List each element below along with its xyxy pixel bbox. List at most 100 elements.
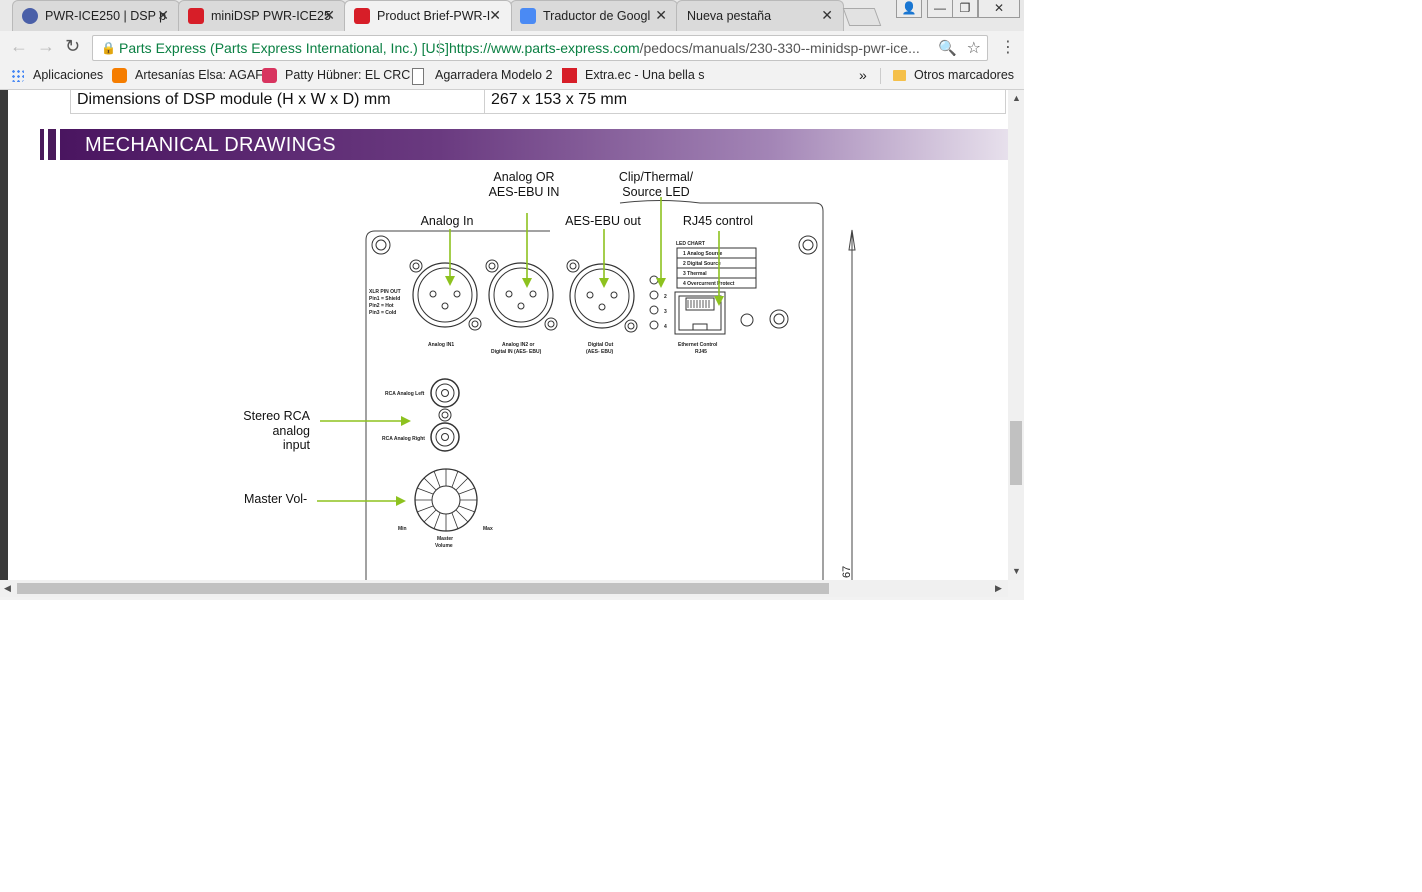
apps-icon <box>11 69 24 82</box>
star-icon[interactable]: ☆ <box>966 40 981 57</box>
digital-out-label: (AES- EBU) <box>586 349 614 355</box>
parts-express-favicon <box>188 8 204 24</box>
rj45-port <box>674 291 726 335</box>
bookmark-extra[interactable]: Extra.ec - Una bella s <box>585 68 705 82</box>
dsp-favicon <box>22 8 38 24</box>
tab-label: Product Brief-PWR-I <box>377 9 491 23</box>
lock-icon: 🔒 <box>101 41 116 55</box>
bookmark-apps[interactable]: Aplicaciones <box>33 68 104 82</box>
rear-panel: 67 <box>365 202 856 580</box>
back-icon[interactable]: ← <box>10 36 28 56</box>
status-leds <box>649 275 659 330</box>
spec-value: 267 x 153 x 75 mm <box>491 91 628 108</box>
horizontal-scrollbar[interactable]: ◀ ▶ <box>0 580 1008 597</box>
divider <box>880 68 881 84</box>
page-edge <box>0 90 8 580</box>
analog-in2-label: Digital IN (AES- EBU) <box>491 349 542 355</box>
callout-rj45: RJ45 control <box>683 214 753 228</box>
tab-label: PWR-ICE250 | DSP p <box>45 9 167 23</box>
pdf-viewer: Dimensions of DSP module (H x W x D) mm … <box>0 90 1008 580</box>
callout-master-vol: Master Vol- <box>244 492 307 506</box>
tab-minidsp[interactable]: miniDSP PWR-ICE25 ✕ <box>178 0 346 31</box>
xlr-digital-out <box>566 259 638 333</box>
tab-label: Traductor de Googl <box>543 9 651 23</box>
menu-icon[interactable]: ⋮ <box>1000 39 1016 56</box>
profile-icon[interactable]: 👤 <box>896 0 922 18</box>
xlr-pin3: Pin3 = Cold <box>369 310 396 316</box>
section-header: MECHANICAL DRAWINGS <box>40 129 1008 160</box>
tab-product-brief[interactable]: Product Brief-PWR-I ✕ <box>344 0 512 31</box>
led-chart-row: 1 Analog Source <box>683 251 722 257</box>
close-icon[interactable]: ✕ <box>157 7 169 23</box>
extra-icon <box>562 68 577 83</box>
new-tab-button[interactable] <box>842 8 882 26</box>
bookmarks-bar: Aplicaciones Artesanías Elsa: AGAF Patty… <box>0 63 1024 90</box>
scroll-up-icon[interactable]: ▲ <box>1012 93 1021 103</box>
scroll-down-icon[interactable]: ▼ <box>1012 566 1021 576</box>
volume-label: Master <box>437 536 453 542</box>
close-icon[interactable]: ✕ <box>655 7 667 23</box>
close-icon[interactable]: ✕ <box>489 7 501 23</box>
volume-max-label: Max <box>483 526 493 532</box>
spec-row: Dimensions of DSP module (H x W x D) mm … <box>70 90 1006 114</box>
tab-new[interactable]: Nueva pestaña ✕ <box>676 0 844 31</box>
rca-left-label: RCA Analog Left <box>385 391 425 397</box>
scroll-right-icon[interactable]: ▶ <box>995 583 1002 593</box>
mounting-screws <box>371 235 818 255</box>
callout-analog-or: AES-EBU IN <box>489 185 560 199</box>
bookmark-icon <box>262 68 277 83</box>
dimension-text: 67 <box>841 566 853 578</box>
tab-label: miniDSP PWR-ICE25 <box>211 9 331 23</box>
bookmark-artesanias[interactable]: Artesanías Elsa: AGAF <box>135 68 263 82</box>
scroll-thumb[interactable] <box>17 583 829 594</box>
page-icon <box>412 68 424 85</box>
panel-holes <box>740 309 789 329</box>
rca-jacks <box>430 378 460 452</box>
xlr-pin2: Pin2 = Hot <box>369 303 394 309</box>
bookmark-patty[interactable]: Patty Hübner: EL CRC <box>285 68 411 82</box>
banner-stripe <box>40 129 44 160</box>
callout-analog-or: Analog OR <box>493 170 554 184</box>
bookmark-agarradera[interactable]: Agarradera Modelo 2 <box>435 68 553 82</box>
tab-pwr-ice250[interactable]: PWR-ICE250 | DSP p ✕ <box>12 0 180 31</box>
reload-icon[interactable]: ↻ <box>65 36 81 56</box>
led-number: 4 <box>664 324 667 330</box>
led-chart-title: LED CHART <box>676 241 705 247</box>
address-bar[interactable]: 🔒 Parts Express (Parts Express Internati… <box>92 35 988 61</box>
banner-bar <box>60 129 1008 160</box>
led-chart-row: 3 Thermal <box>683 271 707 277</box>
callout-stereo-rca: input <box>283 438 311 452</box>
restore-button[interactable]: ❐ <box>952 0 978 18</box>
minimize-button[interactable]: — <box>927 0 953 18</box>
analog-in1-label: Analog IN1 <box>428 342 454 348</box>
dimension-arrow <box>848 229 856 251</box>
toolbar: ← → ↻ 🔒 Parts Express (Parts Express Int… <box>0 31 1024 63</box>
close-icon[interactable]: ✕ <box>323 7 335 23</box>
scroll-left-icon[interactable]: ◀ <box>4 583 11 593</box>
volume-knob <box>414 468 478 532</box>
tab-label: Nueva pestaña <box>687 9 772 23</box>
scroll-thumb[interactable] <box>1010 421 1022 485</box>
led-number: 3 <box>664 309 667 315</box>
callout-arrows <box>317 197 724 506</box>
folder-icon <box>893 70 906 81</box>
vertical-scrollbar[interactable]: ▲ ▼ <box>1008 90 1024 580</box>
bookmark-other[interactable]: Otros marcadores <box>914 68 1015 82</box>
more-bookmarks-icon[interactable]: » <box>859 67 867 83</box>
url-text[interactable]: https://www.parts-express.com/pedocs/man… <box>449 40 929 56</box>
callout-clip-led: Source LED <box>622 185 689 199</box>
section-title: MECHANICAL DRAWINGS <box>85 134 336 156</box>
close-window-button[interactable]: ✕ <box>978 0 1020 18</box>
callout-clip-led: Clip/Thermal/ <box>619 170 694 184</box>
close-icon[interactable]: ✕ <box>821 7 833 23</box>
tab-translate[interactable]: Traductor de Googl ✕ <box>510 0 678 31</box>
led-number: 2 <box>664 294 667 300</box>
ethernet-label: RJ45 <box>695 349 707 355</box>
zoom-icon[interactable]: 🔍 <box>938 40 957 57</box>
digital-out-label: Digital Out <box>588 342 614 348</box>
forward-icon[interactable]: → <box>37 36 55 56</box>
analog-in2-label: Analog IN2 or <box>502 342 535 348</box>
google-translate-favicon <box>520 8 536 24</box>
callout-stereo-rca: analog <box>272 424 310 438</box>
url-host: https://www.parts-express.com <box>449 40 640 56</box>
